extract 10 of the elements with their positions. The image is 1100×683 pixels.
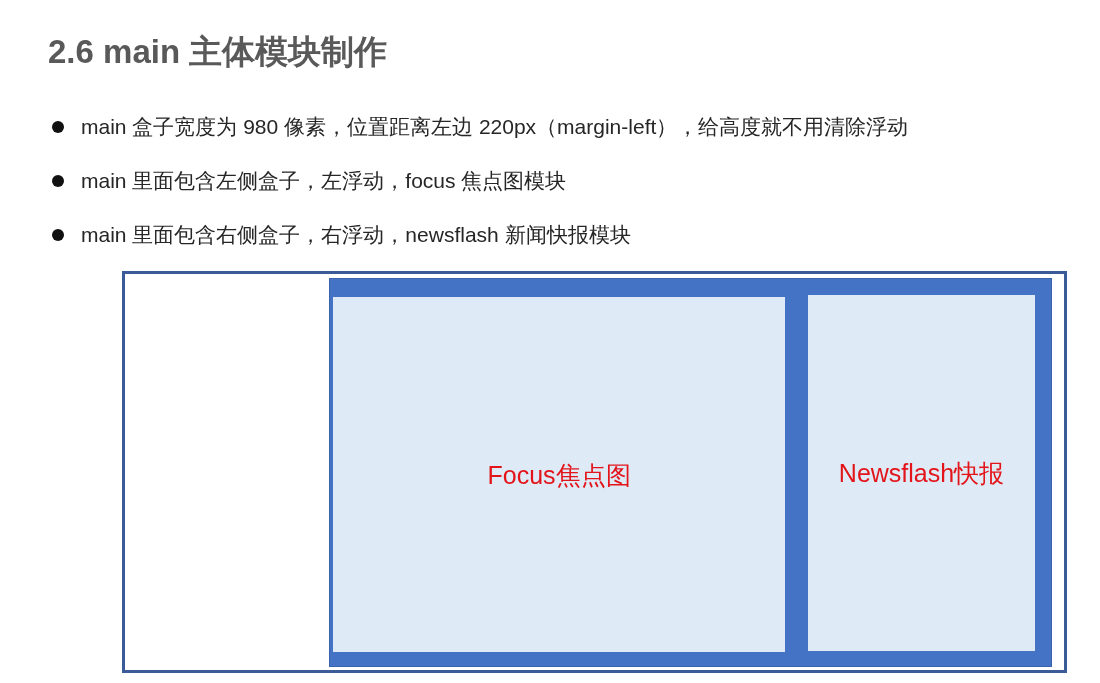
newsflash-box	[808, 295, 1035, 651]
main-box	[329, 278, 1052, 667]
box-label: Focus焦点图	[487, 459, 631, 490]
bullet-text: main 里面包含右侧盒子，右浮动，newsflash 新闻快报模块	[81, 222, 631, 248]
focus-box	[333, 297, 785, 652]
slide-title: 2.6 main 主体模块制作	[48, 32, 388, 72]
bullet-text: main 里面包含左侧盒子，左浮动，focus 焦点图模块	[81, 168, 567, 194]
outer-box	[122, 271, 1067, 673]
bullet-text: main 盒子宽度为 980 像素，位置距离左边 220px（margin-left），给高度就不用清除浮动	[81, 114, 909, 140]
box-label: Newsflash快报	[838, 457, 1005, 489]
